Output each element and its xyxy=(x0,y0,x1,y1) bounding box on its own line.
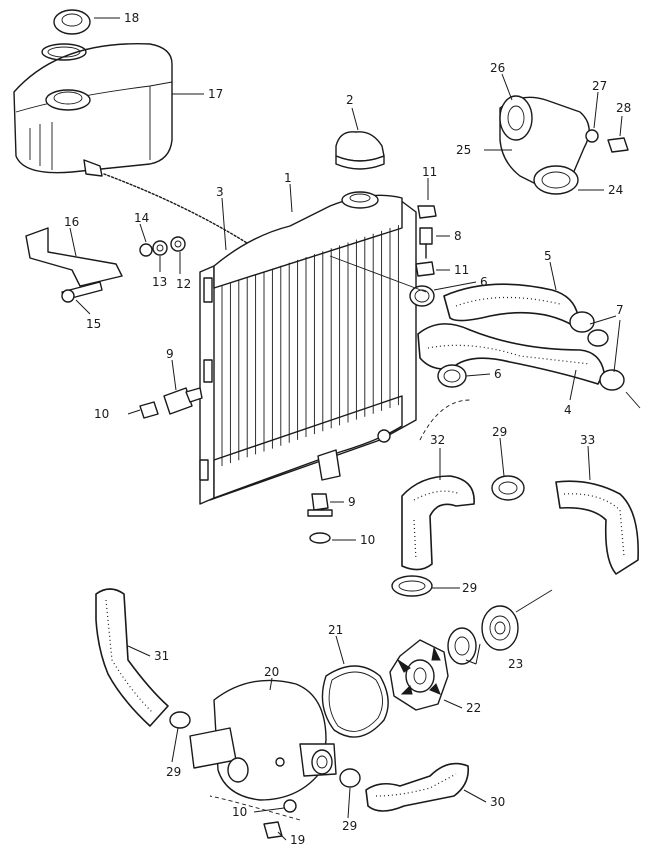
callout-12: 12 xyxy=(176,277,191,291)
leader-lines xyxy=(69,17,623,841)
pump-seals xyxy=(447,605,519,665)
callout-10c: 10 xyxy=(232,805,247,819)
callout-20: 20 xyxy=(264,665,279,679)
callout-18: 18 xyxy=(124,11,139,25)
axis-line-seals xyxy=(515,589,553,613)
thermo-switch xyxy=(139,387,333,544)
callout-11a: 11 xyxy=(422,165,437,179)
upper-hose xyxy=(443,283,579,327)
callout-17: 17 xyxy=(208,87,223,101)
callout-5: 5 xyxy=(544,249,552,263)
callout-29d: 29 xyxy=(342,819,357,833)
pump-gasket xyxy=(321,665,389,738)
hose-32 xyxy=(401,475,475,571)
clamp-29-upper xyxy=(491,475,525,501)
callout-7: 7 xyxy=(616,303,624,317)
mounting-bracket xyxy=(25,227,186,303)
callout-29a: 29 xyxy=(492,425,507,439)
callout-16: 16 xyxy=(64,215,79,229)
radiator xyxy=(199,191,417,505)
callout-33: 33 xyxy=(580,433,595,447)
callout-numbers: 18 17 26 27 28 25 24 2 1 3 11 8 11 16 14… xyxy=(64,11,631,847)
callout-6a: 6 xyxy=(480,275,488,289)
phantom-line-1 xyxy=(419,399,471,441)
pump-bolts xyxy=(263,799,297,839)
callout-9b: 9 xyxy=(348,495,356,509)
callout-2: 2 xyxy=(346,93,354,107)
hose-clamps xyxy=(409,285,625,391)
thermostat-housing xyxy=(499,95,629,195)
hose-33 xyxy=(555,480,639,575)
callout-11b: 11 xyxy=(454,263,469,277)
callout-13: 13 xyxy=(152,275,167,289)
callout-8: 8 xyxy=(454,229,462,243)
axis-line-neck xyxy=(329,255,427,293)
water-pump-body xyxy=(189,679,337,801)
impeller xyxy=(389,639,449,711)
callout-3: 3 xyxy=(216,185,224,199)
callout-19: 19 xyxy=(290,833,305,847)
callout-15: 15 xyxy=(86,317,101,331)
callout-4: 4 xyxy=(564,403,572,417)
callout-10b: 10 xyxy=(360,533,375,547)
callout-26: 26 xyxy=(490,61,505,75)
callout-28: 28 xyxy=(616,101,631,115)
clamp-29-left xyxy=(169,711,191,729)
callout-21: 21 xyxy=(328,623,343,637)
phantom-line-2 xyxy=(209,795,301,821)
drain-cock xyxy=(415,205,437,277)
callout-29c: 29 xyxy=(166,765,181,779)
callout-29b: 29 xyxy=(462,581,477,595)
callout-23: 23 xyxy=(508,657,523,671)
callout-31: 31 xyxy=(154,649,169,663)
callout-30: 30 xyxy=(490,795,505,809)
callout-24: 24 xyxy=(608,183,623,197)
reservoir-cap xyxy=(41,9,91,61)
callout-32: 32 xyxy=(430,433,445,447)
hose-30 xyxy=(365,762,470,812)
axis-line-clamp xyxy=(625,391,641,409)
callout-27: 27 xyxy=(592,79,607,93)
reservoir-tank xyxy=(13,43,173,177)
callout-6b: 6 xyxy=(494,367,502,381)
callout-14: 14 xyxy=(134,211,149,225)
clamp-29-middle xyxy=(391,575,433,597)
hose-31 xyxy=(95,588,169,727)
callout-9a: 9 xyxy=(166,347,174,361)
callout-25: 25 xyxy=(456,143,471,157)
callout-1: 1 xyxy=(284,171,292,185)
callout-10a: 10 xyxy=(94,407,109,421)
callout-22: 22 xyxy=(466,701,481,715)
clamp-29-lower xyxy=(339,768,361,788)
radiator-cap xyxy=(335,131,385,170)
